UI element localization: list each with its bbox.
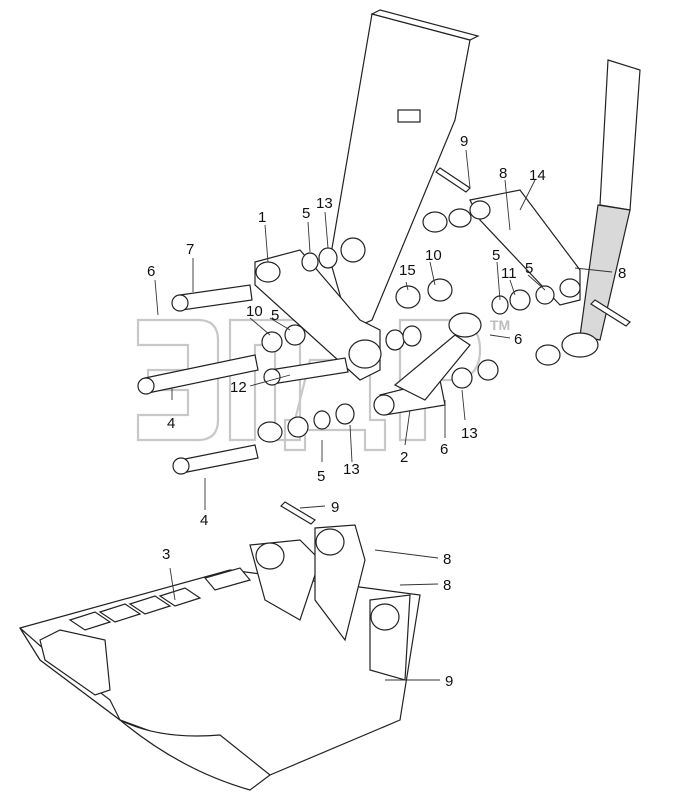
callout-5: 5: [317, 468, 325, 485]
callout-11: 11: [501, 265, 517, 282]
callout-10: 10: [246, 303, 263, 320]
callout-8: 8: [443, 577, 451, 594]
bucket: [19, 524, 421, 791]
callout-5: 5: [302, 205, 310, 222]
callout-14: 14: [529, 167, 546, 184]
callout-6: 6: [440, 441, 448, 458]
bolts: [280, 167, 631, 525]
callout-9: 9: [460, 133, 468, 150]
bucket-cylinder: [561, 59, 641, 358]
callout-9: 9: [331, 499, 339, 516]
watermark-tm: TM: [490, 317, 510, 333]
link-plate: [254, 249, 382, 381]
pins: [137, 284, 446, 475]
callout-4: 4: [167, 415, 175, 432]
callout-8: 8: [618, 265, 626, 282]
callout-5: 5: [271, 307, 279, 324]
callout-6: 6: [514, 331, 522, 348]
callout-7: 7: [186, 241, 194, 258]
callout-5: 5: [492, 247, 500, 264]
leader-lines: [154, 149, 613, 681]
callout-4: 4: [200, 512, 208, 529]
callout-8: 8: [443, 551, 451, 568]
callout-10: 10: [425, 247, 442, 264]
callout-13: 13: [343, 461, 360, 478]
callout-15: 15: [399, 262, 416, 279]
callout-labels: 1 5 13 7 6 10 5 12 4 4 5 13 9 8 14 10 15…: [147, 133, 626, 690]
callout-9: 9: [445, 673, 453, 690]
callout-1: 1: [258, 209, 266, 226]
lower-link: [393, 334, 471, 401]
callout-13: 13: [461, 425, 478, 442]
callout-3: 3: [162, 546, 170, 563]
rocker-link: [469, 189, 581, 306]
callout-6: 6: [147, 263, 155, 280]
stick-arm: [329, 9, 480, 331]
callout-13: 13: [316, 195, 333, 212]
callout-8: 8: [499, 165, 507, 182]
rings-and-bushings: [257, 208, 561, 443]
callout-12: 12: [230, 379, 247, 396]
callout-2: 2: [400, 449, 408, 466]
callout-5: 5: [525, 260, 533, 277]
